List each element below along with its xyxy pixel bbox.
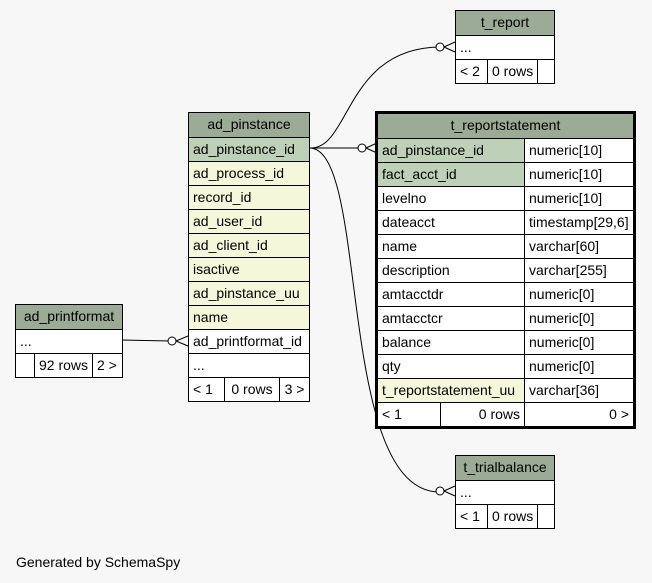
row-count: 0 rows <box>487 505 537 528</box>
column-type: timestamp[29,6] <box>524 211 633 234</box>
nav-prev[interactable] <box>16 354 34 377</box>
generated-by-footer: Generated by SchemaSpy <box>16 554 181 570</box>
column-amtacctcr[interactable]: amtacctcr <box>382 310 443 326</box>
ellipsis-row: ... <box>193 357 205 373</box>
column-type: numeric[0] <box>524 307 633 330</box>
table-title[interactable]: ad_pinstance <box>207 116 291 132</box>
crowfoot-pinstance <box>167 336 177 346</box>
table-title[interactable]: ad_printformat <box>23 308 115 324</box>
column-ad-printformat-id[interactable]: ad_printformat_id <box>193 333 302 349</box>
nav-prev[interactable]: < 2 <box>460 63 480 79</box>
crowfoot-reportstatement <box>357 143 367 153</box>
nav-prev[interactable]: < 1 <box>193 381 213 397</box>
crowfoot-report <box>435 42 445 52</box>
column-ad-pinstance-id[interactable]: ad_pinstance_id <box>378 139 524 162</box>
column-name[interactable]: name <box>382 238 418 254</box>
table-t-reportstatement[interactable]: t_reportstatement ad_pinstance_id numeri… <box>375 111 636 429</box>
ellipsis-row: ... <box>20 333 32 349</box>
table-title[interactable]: t_reportstatement <box>450 117 561 133</box>
table-ad-printformat[interactable]: ad_printformat ... 92 rows 2 > <box>15 304 123 378</box>
column-ad-process-id[interactable]: ad_process_id <box>193 165 285 181</box>
column-type: numeric[10] <box>524 163 633 186</box>
column-type: numeric[0] <box>524 283 633 306</box>
column-ad-user-id[interactable]: ad_user_id <box>193 213 263 229</box>
column-qty[interactable]: qty <box>382 358 401 374</box>
column-type: numeric[10] <box>524 139 633 162</box>
column-amtacctdr[interactable]: amtacctdr <box>382 286 444 302</box>
edge-pinstance-report <box>309 46 441 149</box>
table-title[interactable]: t_report <box>480 14 530 30</box>
table-t-report[interactable]: t_report ... < 2 0 rows <box>455 10 555 84</box>
nav-prev[interactable]: < 1 <box>460 508 480 524</box>
nav-next[interactable]: 3 > <box>279 378 309 401</box>
edge-pinstance-trialbalance <box>309 147 441 493</box>
column-dateacct[interactable]: dateacct <box>382 214 435 230</box>
column-t-reportstatement-uu[interactable]: t_reportstatement_uu <box>378 379 524 402</box>
ellipsis-row: ... <box>460 484 472 500</box>
crowfoot-trialbalance <box>435 486 445 496</box>
nav-prev[interactable]: < 1 <box>382 406 402 422</box>
column-type: varchar[36] <box>524 379 633 402</box>
table-ad-pinstance[interactable]: ad_pinstance ad_pinstance_id ad_process_… <box>188 112 310 402</box>
row-count: 92 rows <box>34 354 92 377</box>
column-ad-pinstance-id[interactable]: ad_pinstance_id <box>193 141 295 157</box>
column-type: varchar[255] <box>524 259 633 282</box>
column-record-id[interactable]: record_id <box>193 189 252 205</box>
column-type: varchar[60] <box>524 235 633 258</box>
column-levelno[interactable]: levelno <box>382 190 427 206</box>
nav-next[interactable]: 2 > <box>92 354 122 377</box>
column-type: numeric[0] <box>524 355 633 378</box>
column-ad-client-id[interactable]: ad_client_id <box>193 237 268 253</box>
table-t-trialbalance[interactable]: t_trialbalance ... < 1 0 rows <box>455 455 555 529</box>
row-count: 0 rows <box>224 378 279 401</box>
column-type: numeric[0] <box>524 331 633 354</box>
nav-next[interactable]: 0 > <box>524 403 633 426</box>
column-balance[interactable]: balance <box>382 334 432 350</box>
column-ad-pinstance-uu[interactable]: ad_pinstance_uu <box>193 285 300 301</box>
ellipsis-row: ... <box>460 39 472 55</box>
column-fact-acct-id[interactable]: fact_acct_id <box>378 163 524 186</box>
row-count: 0 rows <box>440 403 524 426</box>
row-count: 0 rows <box>487 60 537 83</box>
table-title[interactable]: t_trialbalance <box>463 459 547 475</box>
nav-next[interactable] <box>537 60 554 83</box>
nav-next[interactable] <box>537 505 554 528</box>
edge-printformat-pinstance <box>121 339 171 342</box>
column-name[interactable]: name <box>193 309 229 325</box>
column-isactive[interactable]: isactive <box>193 261 240 277</box>
column-type: numeric[10] <box>524 187 633 210</box>
column-description[interactable]: description <box>382 262 450 278</box>
